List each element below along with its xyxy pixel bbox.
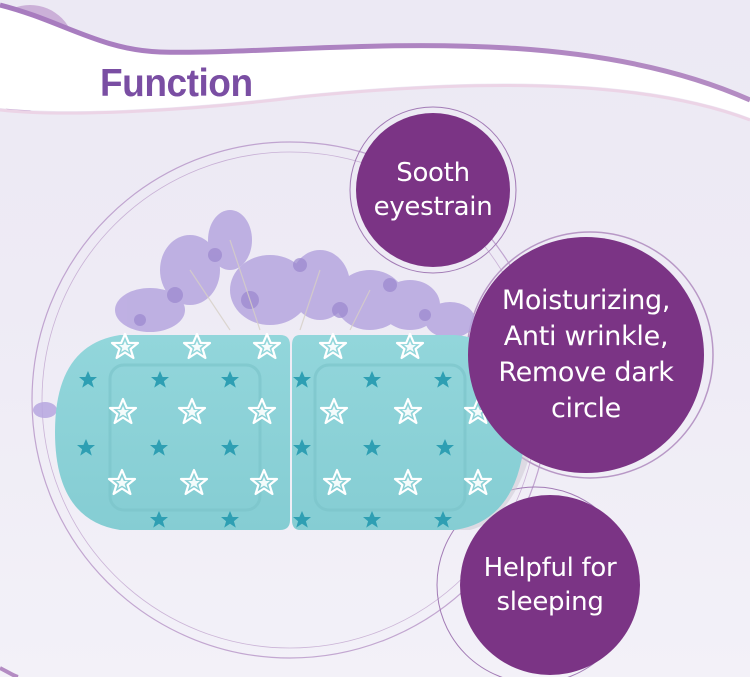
feature-bubble-helpful-sleeping: Helpful for sleeping (460, 495, 640, 675)
feature-label: Sooth eyestrain (373, 158, 493, 222)
feature-label: Helpful for sleeping (483, 553, 617, 617)
feature-bubble-sooth-eyestrain: Sooth eyestrain (356, 113, 510, 267)
feature-bubble-moisturizing: Moisturizing, Anti wrinkle, Remove dark … (468, 237, 704, 473)
page-title: Function (100, 62, 253, 105)
feature-label: Moisturizing, Anti wrinkle, Remove dark … (498, 285, 674, 424)
